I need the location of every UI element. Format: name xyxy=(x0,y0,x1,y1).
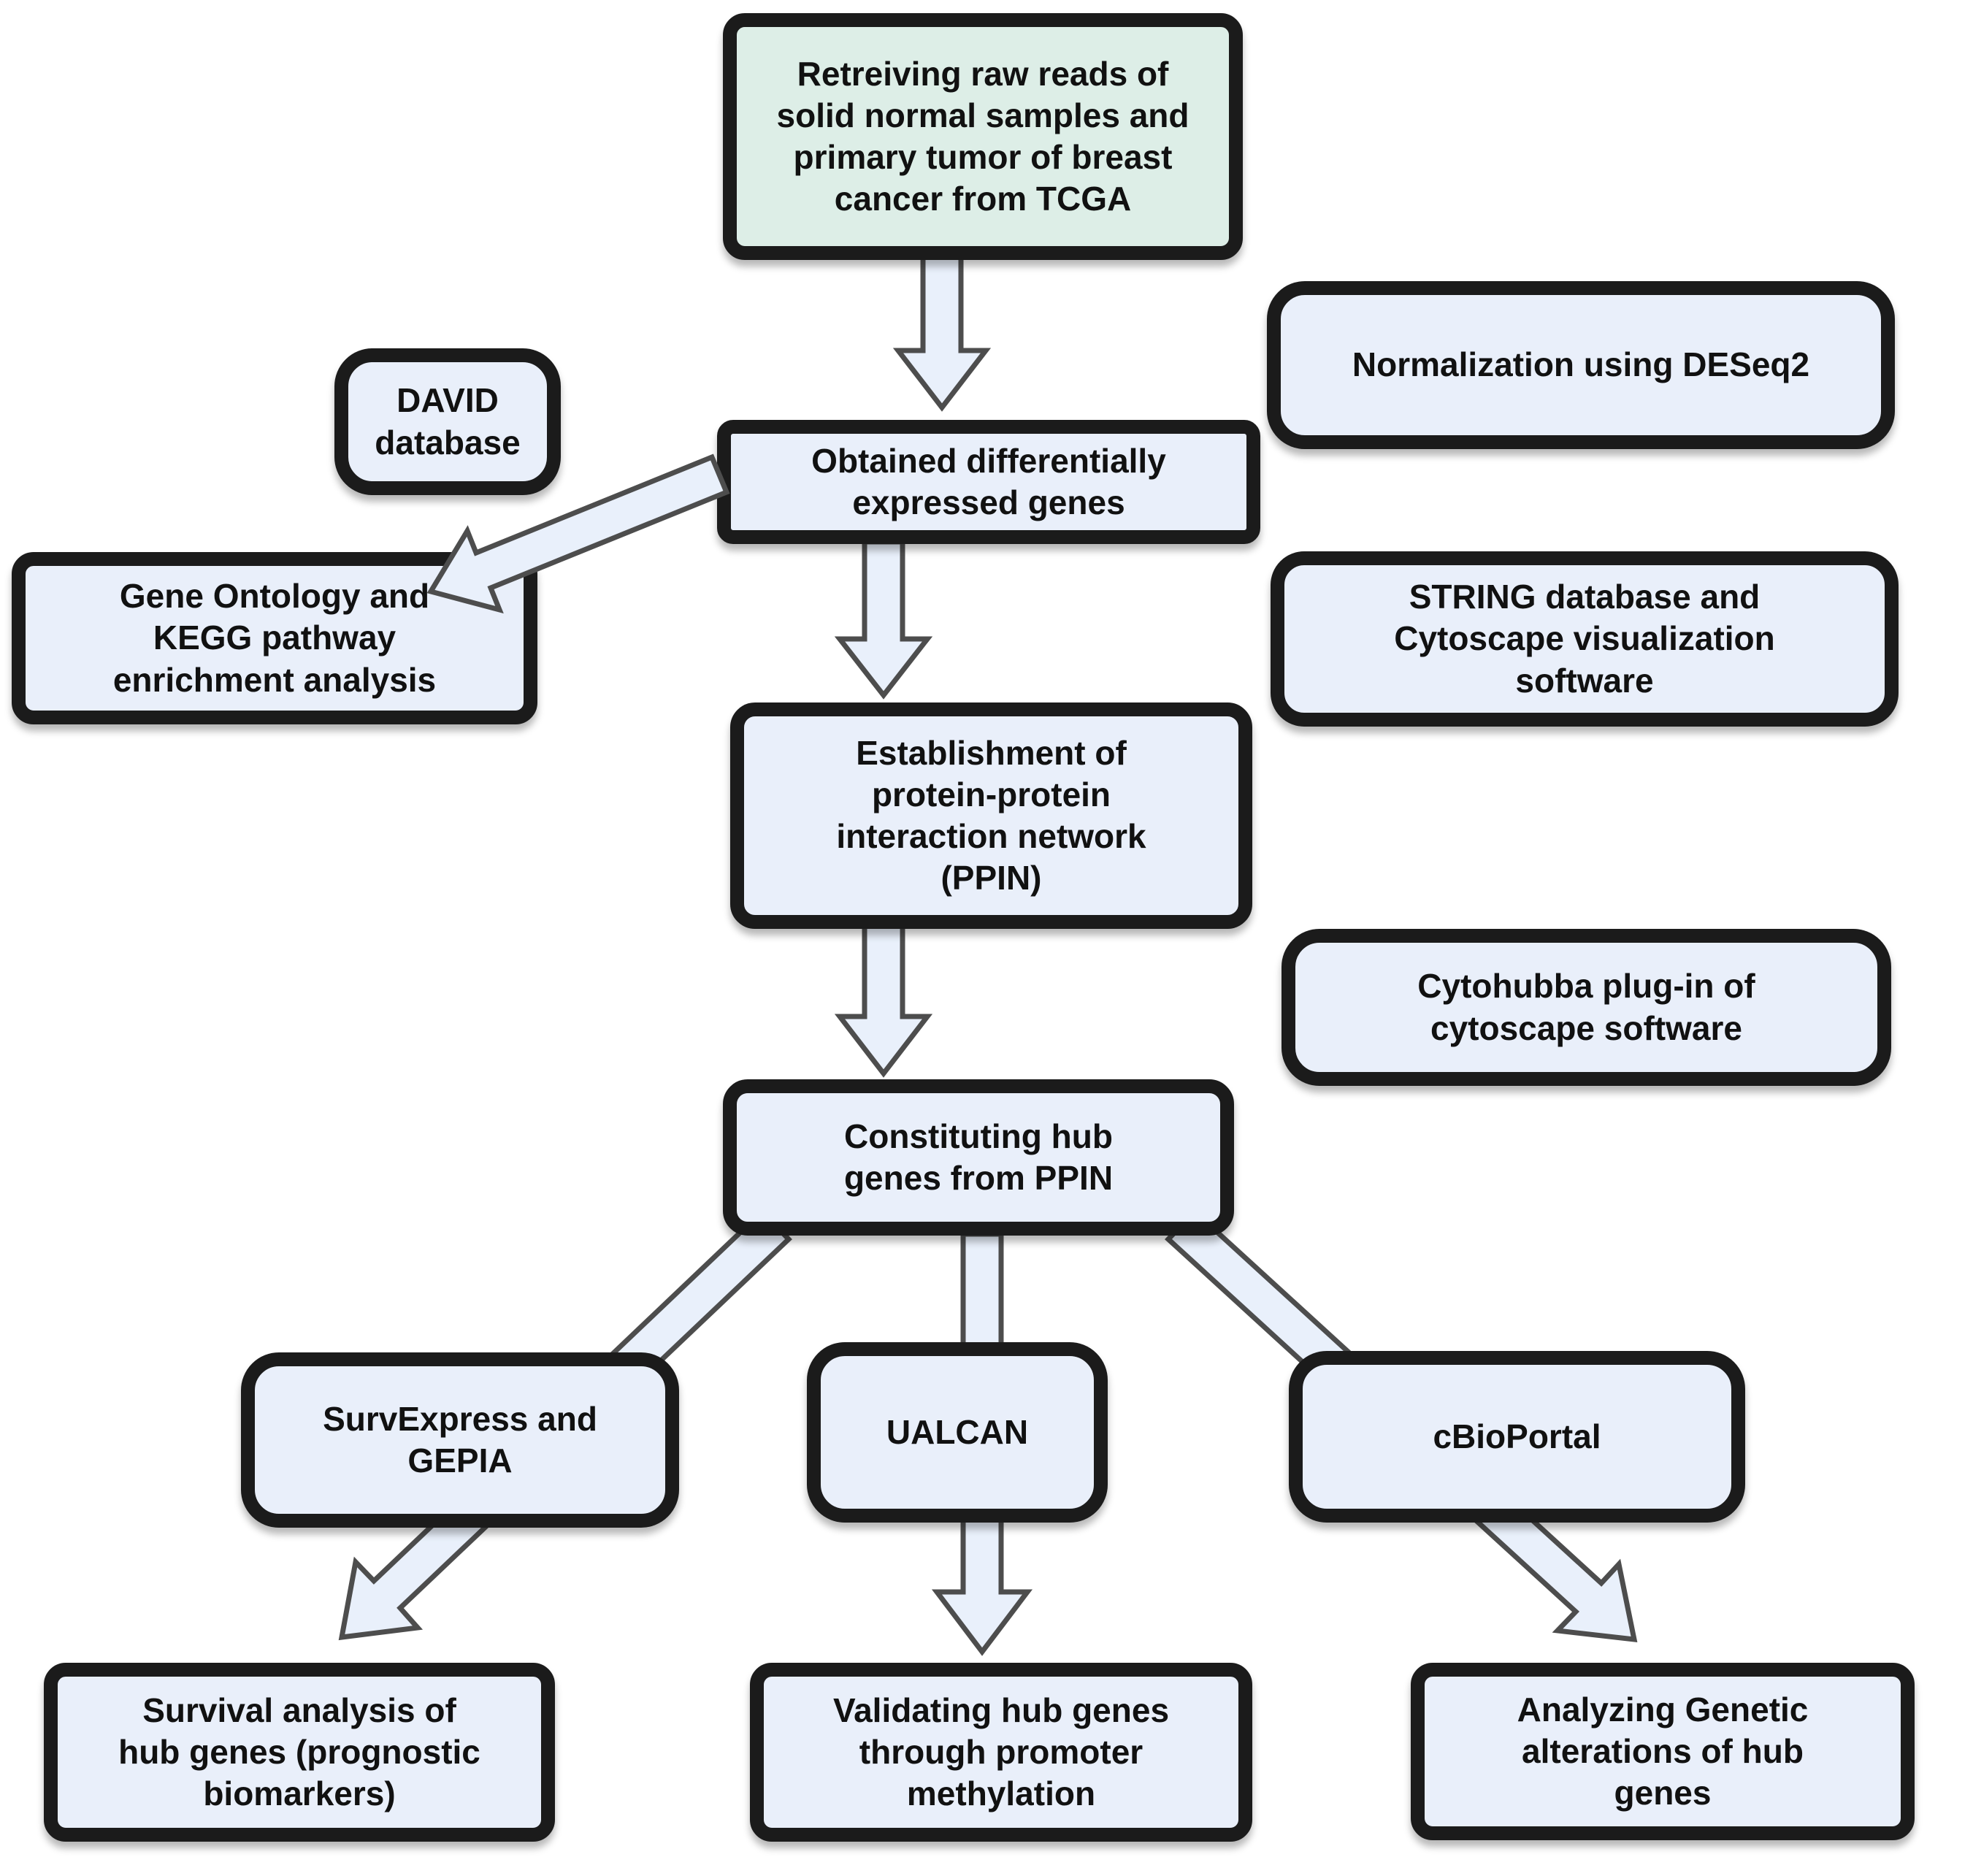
arrow-retrieving-to-obtained xyxy=(892,254,992,412)
node-survival-analysis: Survival analysis of hub genes (prognost… xyxy=(44,1663,555,1842)
node-label: Analyzing Genetic alterations of hub gen… xyxy=(1517,1690,1809,1812)
node-label: Obtained differentially expressed genes xyxy=(811,441,1166,521)
node-string-cytoscape: STRING database and Cytoscape visualizat… xyxy=(1271,551,1899,727)
node-cbioportal: cBioPortal xyxy=(1289,1351,1745,1523)
node-label: Retreiving raw reads of solid normal sam… xyxy=(776,54,1189,218)
node-gene-ontology-kegg: Gene Ontology and KEGG pathway enrichmen… xyxy=(12,552,537,724)
node-label: Normalization using DESeq2 xyxy=(1352,345,1810,384)
node-ualcan: UALCAN xyxy=(807,1342,1108,1523)
node-survexpress-gepia: SurvExpress and GEPIA xyxy=(241,1352,679,1528)
node-retrieving-raw-reads: Retreiving raw reads of solid normal sam… xyxy=(723,13,1243,260)
arrow-establishment-to-constituting xyxy=(834,921,933,1078)
node-cytohubba-plugin: Cytohubba plug-in of cytoscape software xyxy=(1282,929,1891,1086)
node-david-database: DAVID database xyxy=(334,348,561,495)
node-label: UALCAN xyxy=(886,1412,1029,1451)
node-label: Survival analysis of hub genes (prognost… xyxy=(118,1691,480,1813)
node-label: SurvExpress and GEPIA xyxy=(323,1399,597,1479)
arrow-obtained-to-establishment xyxy=(834,539,933,700)
node-label: Constituting hub genes from PPIN xyxy=(843,1117,1114,1197)
node-obtained-deg: Obtained differentially expressed genes xyxy=(717,420,1260,544)
node-establishment-ppin: Establishment of protein-protein interac… xyxy=(730,702,1252,929)
node-validating-hub-genes: Validating hub genes through promoter me… xyxy=(750,1663,1252,1842)
node-constituting-hub-genes: Constituting hub genes from PPIN xyxy=(723,1079,1234,1236)
node-label: STRING database and Cytoscape visualizat… xyxy=(1394,578,1775,700)
node-analyzing-genetic-alterations: Analyzing Genetic alterations of hub gen… xyxy=(1411,1663,1915,1840)
node-label: Gene Ontology and KEGG pathway enrichmen… xyxy=(112,577,437,699)
node-label: Validating hub genes through promoter me… xyxy=(832,1691,1170,1813)
node-label: Cytohubba plug-in of cytoscape software xyxy=(1417,967,1755,1047)
node-label: DAVID database xyxy=(375,381,521,462)
node-label: Establishment of protein-protein interac… xyxy=(836,733,1146,897)
node-label: cBioPortal xyxy=(1433,1417,1601,1455)
node-normalization-deseq2: Normalization using DESeq2 xyxy=(1267,281,1895,449)
